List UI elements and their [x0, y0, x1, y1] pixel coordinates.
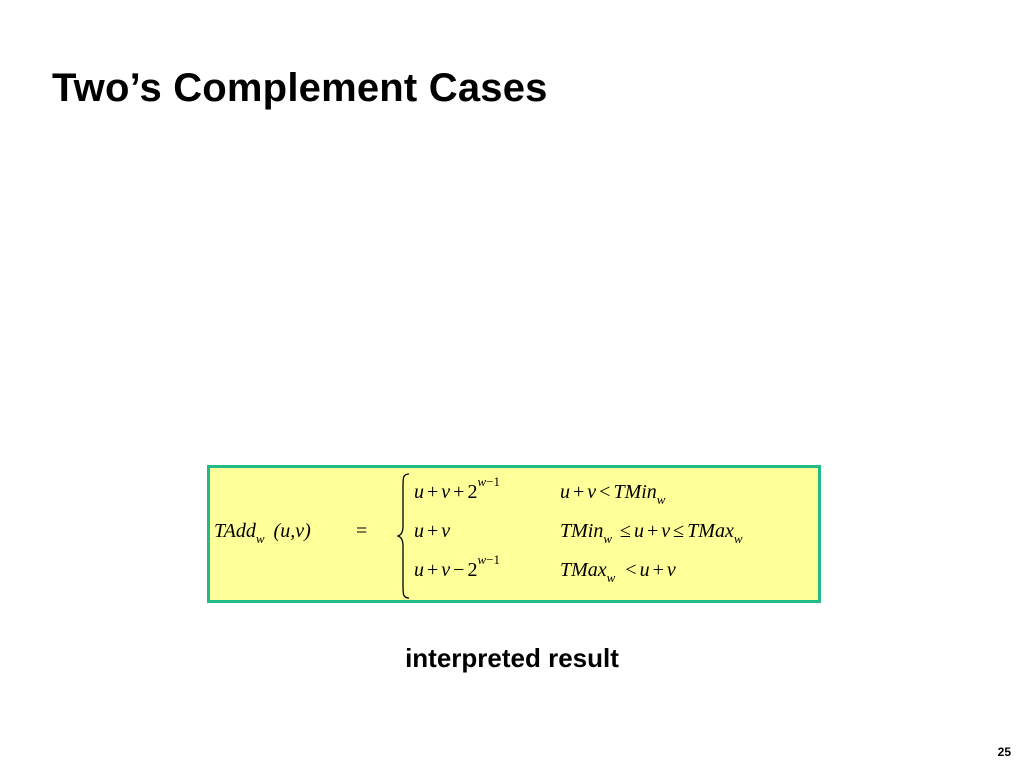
tadd-name: TAdd [214, 520, 256, 542]
equals-sign: = [356, 520, 368, 542]
case-3-expression: u+v−2w−1 [414, 552, 500, 581]
formula-lhs: TAddw (u,v) [214, 520, 311, 545]
tadd-formula-box: TAddw (u,v) = u+v+2w−1 u+v<TMinw u+v TMi… [207, 465, 821, 603]
case-1-exponent: w−1 [477, 474, 500, 489]
case-3-exponent: w−1 [477, 552, 500, 567]
case-2-expression: u+v [414, 520, 451, 542]
case-brace [397, 473, 410, 599]
case-1-condition: u+v<TMinw [560, 481, 666, 507]
case-1-expression: u+v+2w−1 [414, 474, 500, 503]
caption-interpreted-result: interpreted result [405, 643, 619, 673]
slide-title: Two’s Complement Cases [52, 66, 548, 110]
case-3-condition: TMaxw<u+v [560, 559, 676, 585]
page-number: 25 [997, 745, 1011, 759]
tadd-subscript: w [255, 531, 265, 546]
case-2-condition: TMinw≤u+v≤TMaxw [560, 520, 743, 546]
tadd-args: (u,v) [273, 520, 311, 542]
